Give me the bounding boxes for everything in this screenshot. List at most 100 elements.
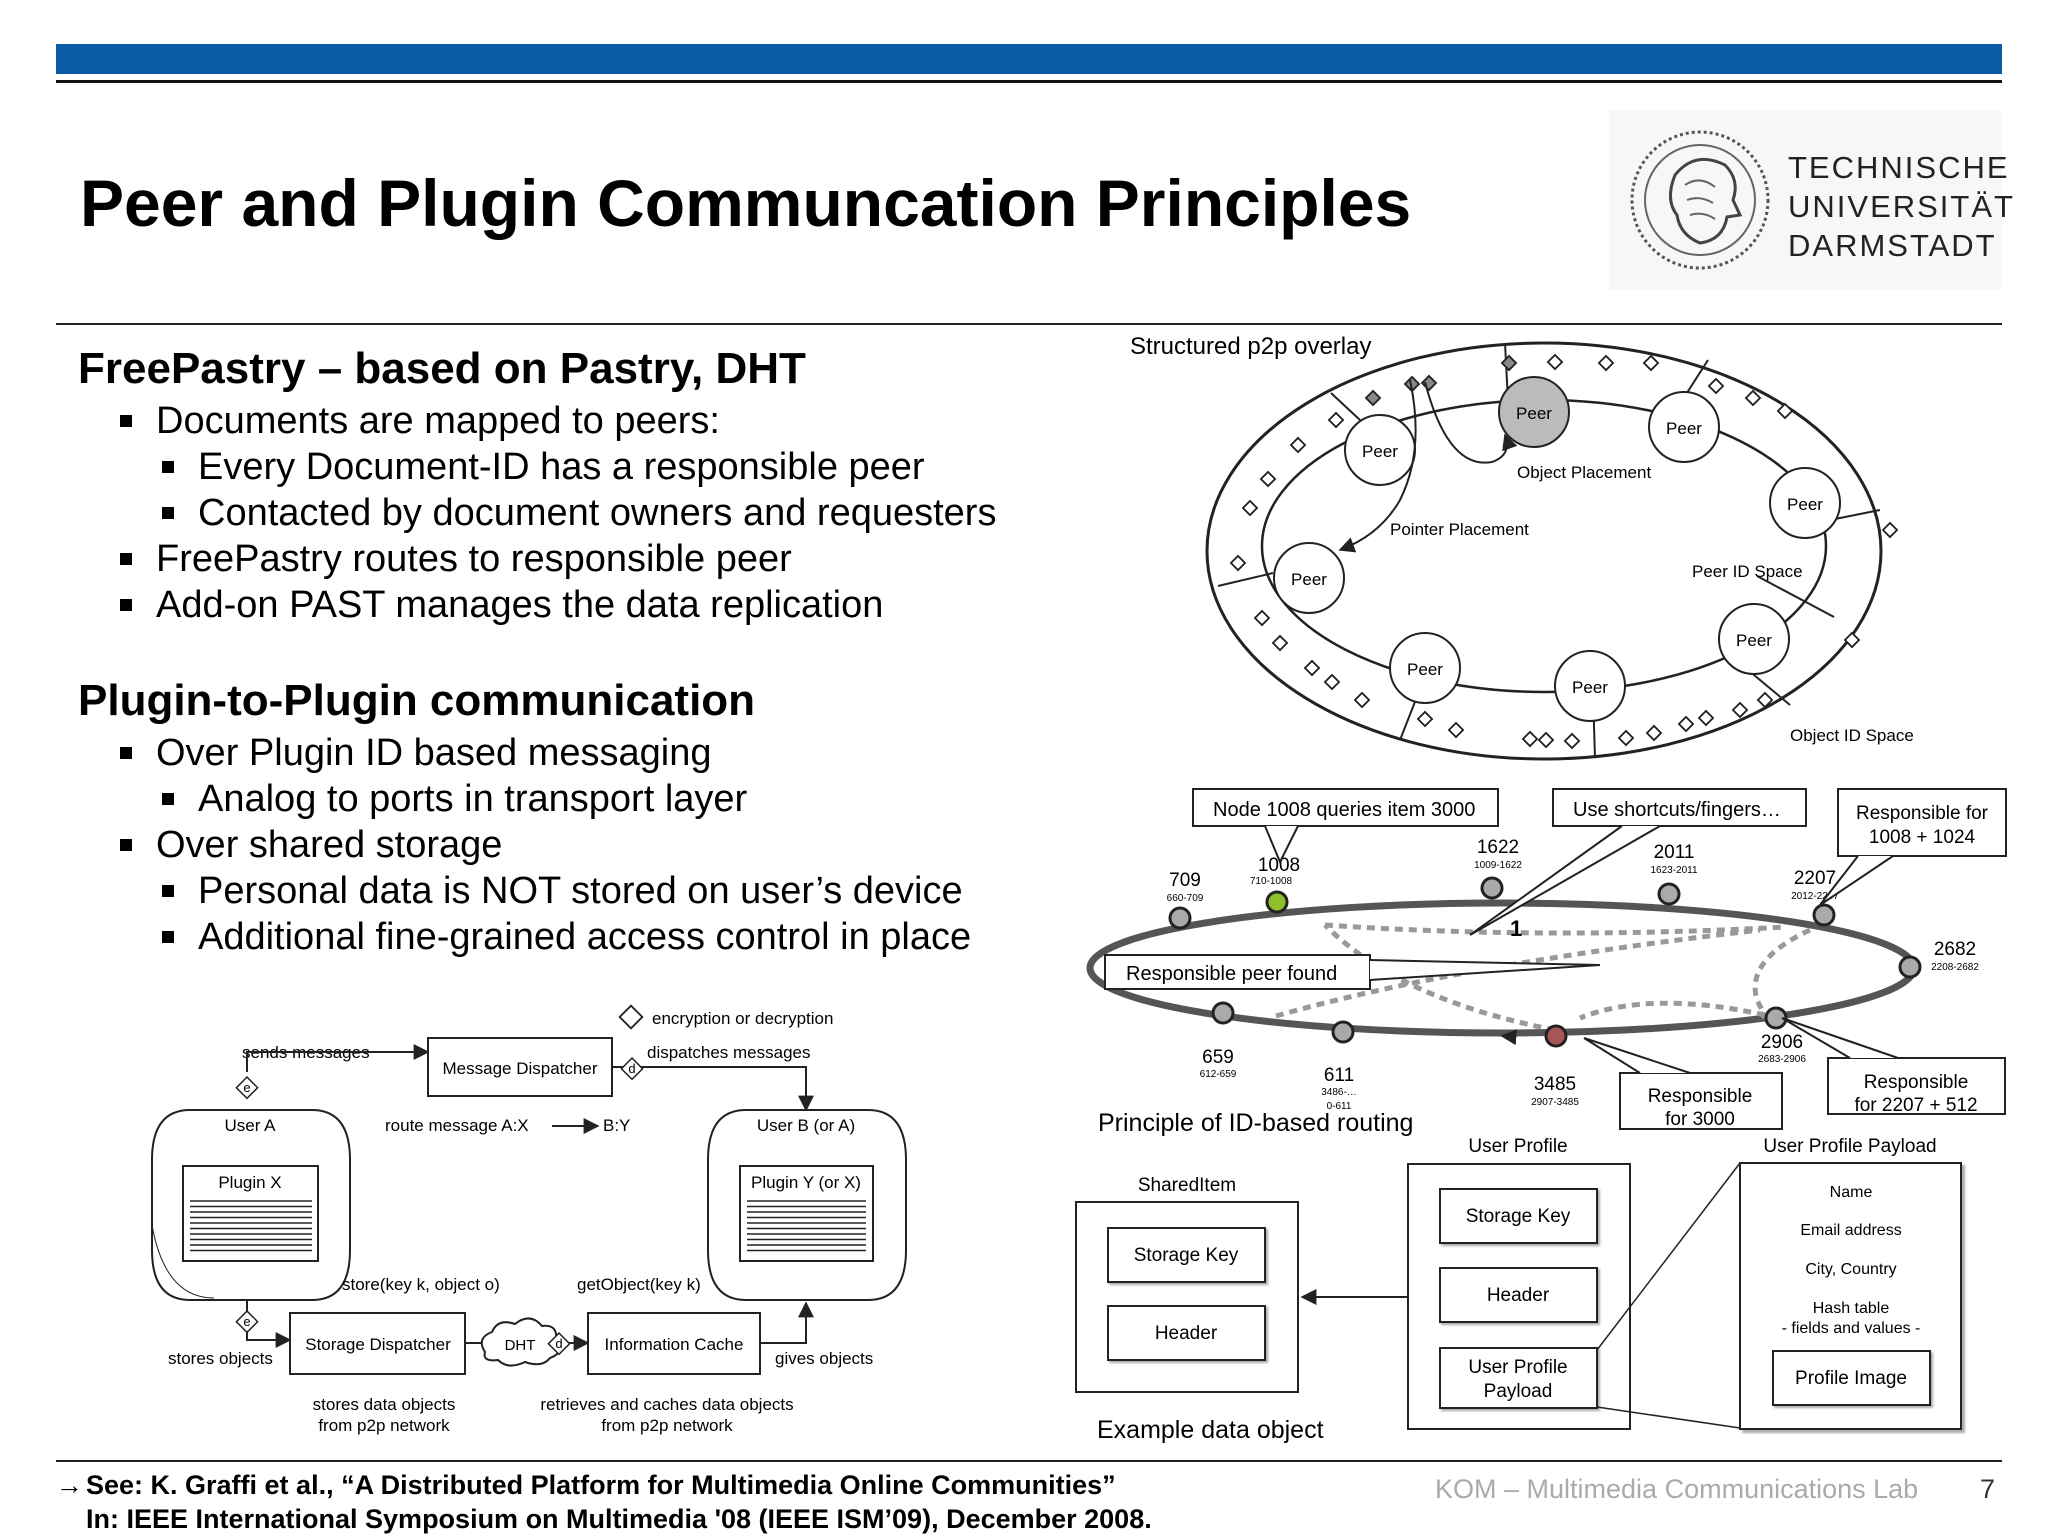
routing-node-3485: 3485 2907-3485 (1531, 1024, 1579, 1108)
object-id-diamond (1756, 691, 1774, 709)
logo-line-1: TECHNISCHE (1788, 150, 2010, 185)
route-path (1579, 1000, 1766, 1021)
peer-node: Peer (1344, 414, 1416, 486)
lab-name: KOM – Multimedia Communications Lab (1435, 1474, 1919, 1504)
logo-line-2: UNIVERSITÄT (1788, 189, 2015, 224)
object-id-diamond (1289, 436, 1307, 454)
profile-header-box: Header (1439, 1267, 1598, 1323)
object-id-diamond (1353, 691, 1371, 709)
dht-cloud-icon: DHT (480, 1317, 561, 1367)
svg-text:User A: User A (224, 1116, 276, 1135)
object-id-diamond (1881, 521, 1899, 539)
slide-title: Peer and Plugin Communcation Principles (80, 166, 1412, 240)
bullet-text: FreePastry – based on Pastry, DHT Docume… (78, 340, 1098, 960)
callout-responsible-1024: Responsible for 1008 + 1024 (1819, 788, 2007, 906)
object-id-diamond (1521, 730, 1539, 748)
svg-text:Use shortcuts/fingers…: Use shortcuts/fingers… (1573, 799, 1781, 821)
route-target-label: B:Y (603, 1116, 630, 1135)
node-range-label: 710-1008 (1250, 876, 1293, 887)
svg-text:for 2207 + 512: for 2207 + 512 (1854, 1095, 1977, 1116)
node-range-label: 1009-1622 (1474, 860, 1522, 871)
svg-text:Storage Key: Storage Key (1134, 1245, 1239, 1266)
node-range-label: 2907-3485 (1531, 1097, 1579, 1108)
svg-text:Storage Key: Storage Key (1466, 1206, 1571, 1227)
svg-text:DHT: DHT (505, 1337, 536, 1354)
routing-nodes: 709660-7091008710-100816221009-162220111… (1167, 837, 1980, 1112)
encryption-diamond-icon (618, 1004, 644, 1030)
stores-data-label-2: from p2p network (318, 1416, 450, 1435)
object-placement-label: Object Placement (1517, 463, 1651, 482)
object-id-diamond (1563, 732, 1581, 750)
object-id-diamond (1546, 353, 1564, 371)
peer-node: Peer (1273, 542, 1345, 614)
svg-text:Storage Dispatcher: Storage Dispatcher (305, 1335, 451, 1354)
peer-node: Peer (1648, 391, 1720, 463)
object-id-diamond (1403, 375, 1421, 393)
object-id-diamond (1416, 710, 1434, 728)
object-id-diamond (1697, 709, 1715, 727)
title-separator (56, 323, 2002, 325)
bullet: Documents are mapped to peers: (78, 398, 1098, 444)
svg-text:Plugin Y (or X): Plugin Y (or X) (751, 1173, 861, 1192)
object-id-diamond (1776, 402, 1794, 420)
data-object-caption: Example data object (1097, 1416, 1324, 1444)
callout-query: Node 1008 queries item 3000 (1192, 788, 1499, 865)
node-range-label: 2208-2682 (1931, 962, 1979, 973)
shared-item-label: SharedItem (1138, 1175, 1236, 1196)
node-id-label: 2906 (1761, 1032, 1803, 1053)
arrow-right-icon: → (56, 1470, 83, 1500)
node-id-label: 2207 (1794, 868, 1836, 889)
svg-text:Plugin X: Plugin X (218, 1173, 281, 1192)
node-id-label: 1622 (1477, 837, 1519, 858)
freepastry-heading: FreePastry – based on Pastry, DHT (78, 344, 806, 393)
user-a-box: User A Plugin X (151, 1109, 351, 1301)
gives-objects-label: gives objects (775, 1349, 873, 1368)
encryption-legend: encryption or decryption (618, 1004, 833, 1030)
node-range-label: 2683-2906 (1758, 1054, 1806, 1065)
reference-line-2: In: IEEE International Symposium on Mult… (86, 1504, 1152, 1534)
object-id-diamond (1323, 673, 1341, 691)
svg-text:Node 1008 queries item 3000: Node 1008 queries item 3000 (1213, 799, 1475, 821)
shared-header-box: Header (1107, 1305, 1266, 1361)
node-range-label: 3486-… (1321, 1087, 1357, 1098)
svg-text:Payload: Payload (1484, 1381, 1553, 1402)
node-id-label: 1008 (1258, 855, 1300, 876)
object-id-diamond (1744, 389, 1762, 407)
id-routing-diagram: 1 709660-7091008710-100816221009-1622201… (1086, 788, 2007, 1137)
callout-responsible-3000: Responsible for 3000 (1583, 1037, 1783, 1130)
callout-responsible-512: Responsible for 2207 + 512 (1781, 1017, 2006, 1116)
object-id-diamond (1537, 731, 1555, 749)
svg-text:Responsible: Responsible (1864, 1072, 1969, 1093)
sub-bullet: Personal data is NOT stored on user’s de… (78, 868, 1098, 914)
profile-image-box: Profile Image (1772, 1350, 1931, 1406)
get-object-call-label: getObject(key k) (577, 1275, 701, 1294)
object-id-diamond (1253, 609, 1271, 627)
information-cache-box: Information Cache (587, 1312, 761, 1375)
object-id-diamond (1447, 721, 1465, 739)
user-profile-label: User Profile (1468, 1136, 1567, 1157)
node-id-label: 3485 (1534, 1074, 1576, 1095)
profile-storage-key-box: Storage Key (1439, 1188, 1598, 1244)
page-number: 7 (1980, 1474, 1996, 1504)
bullet: Over Plugin ID based messaging (78, 730, 1098, 776)
svg-text:Message Dispatcher: Message Dispatcher (443, 1059, 598, 1078)
bullet: Over shared storage (78, 822, 1098, 868)
node-id-label: 709 (1169, 870, 1201, 891)
svg-text:Peer: Peer (1291, 570, 1327, 589)
svg-text:d: d (555, 1336, 562, 1351)
route-path (1323, 923, 1556, 1033)
object-id-diamond (1229, 554, 1247, 572)
bullet: FreePastry routes to responsible peer (78, 536, 1098, 582)
callout-found: Responsible peer found (1104, 954, 1601, 990)
university-logo: TECHNISCHE UNIVERSITÄT DARMSTADT (1610, 110, 2013, 290)
svg-text:encryption or decryption: encryption or decryption (652, 1009, 833, 1028)
svg-text:Responsible peer found: Responsible peer found (1126, 963, 1337, 985)
sub-bullet: Every Document-ID has a responsible peer (78, 444, 1098, 490)
reference-line-1: See: K. Graffi et al., “A Distributed Pl… (86, 1470, 1116, 1500)
svg-text:User Profile: User Profile (1468, 1357, 1567, 1378)
header-rule (56, 80, 2002, 83)
